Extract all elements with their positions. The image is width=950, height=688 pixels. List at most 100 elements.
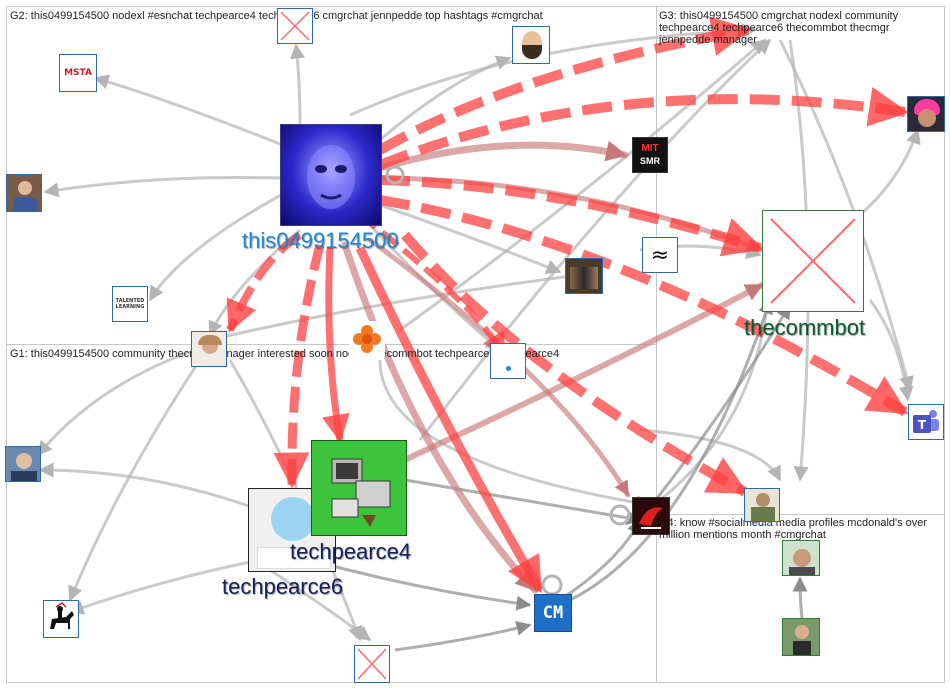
person-icon [793, 549, 811, 567]
shirt-icon [789, 567, 815, 575]
edge [379, 55, 512, 142]
profile-avatar-icon [271, 497, 315, 541]
edge [639, 428, 782, 482]
shirt-icon [11, 471, 37, 481]
label-this0499154500: this0499154500 [242, 228, 399, 253]
user-node-pink-hair[interactable] [907, 96, 945, 132]
edge [273, 243, 325, 489]
edge [226, 231, 303, 333]
missing-image-icon [357, 648, 387, 680]
edge [379, 203, 562, 274]
edge [290, 43, 305, 126]
self-loop [609, 504, 631, 526]
label-thecommbot: thecommbot [744, 315, 866, 340]
svg-text:T: T [918, 418, 927, 432]
face-icon [918, 109, 936, 127]
edge [322, 247, 350, 443]
user-node-missing-bottom[interactable] [354, 645, 390, 683]
dot-icon [506, 366, 511, 371]
group-panel-g4 [656, 514, 945, 683]
user-node-man-portrait[interactable] [6, 174, 42, 212]
shirt-icon [13, 197, 37, 211]
edge [355, 246, 544, 594]
edge [379, 195, 909, 417]
user-node-man-glasses[interactable] [5, 446, 41, 482]
user-node-orange-flower[interactable] [349, 321, 385, 357]
user-node-woman-portrait[interactable] [191, 331, 227, 367]
edge [358, 212, 508, 358]
label-techpearce6: techpearce6 [222, 574, 344, 599]
hair-icon [198, 335, 222, 345]
group-caption-g4: G4: know #socialmedia media profiles mcd… [659, 517, 928, 541]
missing-image-icon [770, 218, 856, 304]
user-node-talented-learning[interactable]: TALENTED LEARNING [112, 286, 148, 322]
edge [377, 16, 752, 155]
horse-rider-icon [50, 602, 74, 629]
computer-clipart-icon [331, 458, 391, 527]
edge [68, 558, 261, 615]
edge [93, 74, 291, 150]
user-node-techpearce4[interactable] [311, 440, 407, 536]
edge [148, 188, 291, 302]
glowing-face-icon [307, 145, 355, 209]
edge [792, 576, 808, 619]
person-icon [795, 625, 809, 639]
teams-logo-icon: T [913, 410, 939, 433]
edge [378, 359, 652, 511]
edge [376, 140, 629, 172]
edge [341, 241, 539, 594]
group-caption-g2: G2: this0499154500 nodexl #esnchat techp… [10, 10, 543, 22]
edge [68, 359, 202, 602]
people-photo-icon [570, 267, 598, 289]
user-node-thecommbot[interactable] [762, 210, 864, 312]
user-node-msta[interactable]: MSTA [59, 54, 97, 92]
user-node-woman-outdoors[interactable] [782, 618, 820, 656]
label-techpearce4: techpearce4 [290, 539, 412, 564]
msta-logo-icon: MSTA [64, 68, 92, 78]
missing-image-icon [280, 11, 310, 41]
self-loop [541, 574, 563, 596]
edge [309, 558, 532, 611]
group-caption-g1: G1: this0499154500 community thecmgr man… [10, 348, 560, 360]
group-caption-g3: G3: this0499154500 cmgrchat nodexl commu… [659, 10, 899, 46]
user-node-man-cap[interactable] [782, 540, 820, 576]
edge [569, 298, 773, 602]
person-icon [756, 493, 770, 507]
user-node-missing-top[interactable] [277, 8, 313, 44]
red-logo-icon [639, 507, 663, 529]
user-node-red-logo[interactable] [632, 497, 670, 535]
edge [401, 231, 749, 497]
user-node-teams[interactable]: T [908, 404, 944, 440]
edge [404, 478, 642, 526]
beard-icon [522, 45, 542, 59]
user-node-soldier[interactable] [744, 488, 780, 522]
edge [859, 128, 921, 217]
user-node-horse-rider[interactable] [43, 600, 79, 638]
user-node-this0499154500[interactable] [280, 124, 382, 226]
uniform-icon [751, 507, 775, 521]
cm-logo-icon: CM [542, 603, 564, 623]
edge [638, 303, 792, 521]
user-node-cm[interactable]: CM [534, 594, 572, 632]
edge [394, 620, 532, 652]
orange-flower-logo-icon [353, 325, 381, 353]
person-icon [16, 453, 32, 469]
profile-card-icon [257, 547, 331, 569]
edge [36, 343, 211, 457]
edge [379, 175, 764, 257]
self-loop [385, 165, 405, 185]
edge [38, 462, 261, 512]
edge [367, 237, 631, 498]
user-node-blue-dot[interactable] [490, 343, 526, 379]
edge [378, 86, 909, 170]
user-node-mit-smr[interactable]: MIT SMR [632, 137, 668, 173]
smr-logo-icon: SMR [640, 156, 660, 166]
user-node-group-photo[interactable] [565, 258, 603, 294]
user-node-approx-logo[interactable]: ≈ [642, 237, 678, 273]
edge [778, 39, 914, 392]
user-node-bearded-cartoon[interactable] [512, 26, 550, 64]
mit-logo-icon: MIT [641, 143, 659, 154]
person-icon [18, 181, 32, 195]
body-icon [793, 641, 811, 655]
